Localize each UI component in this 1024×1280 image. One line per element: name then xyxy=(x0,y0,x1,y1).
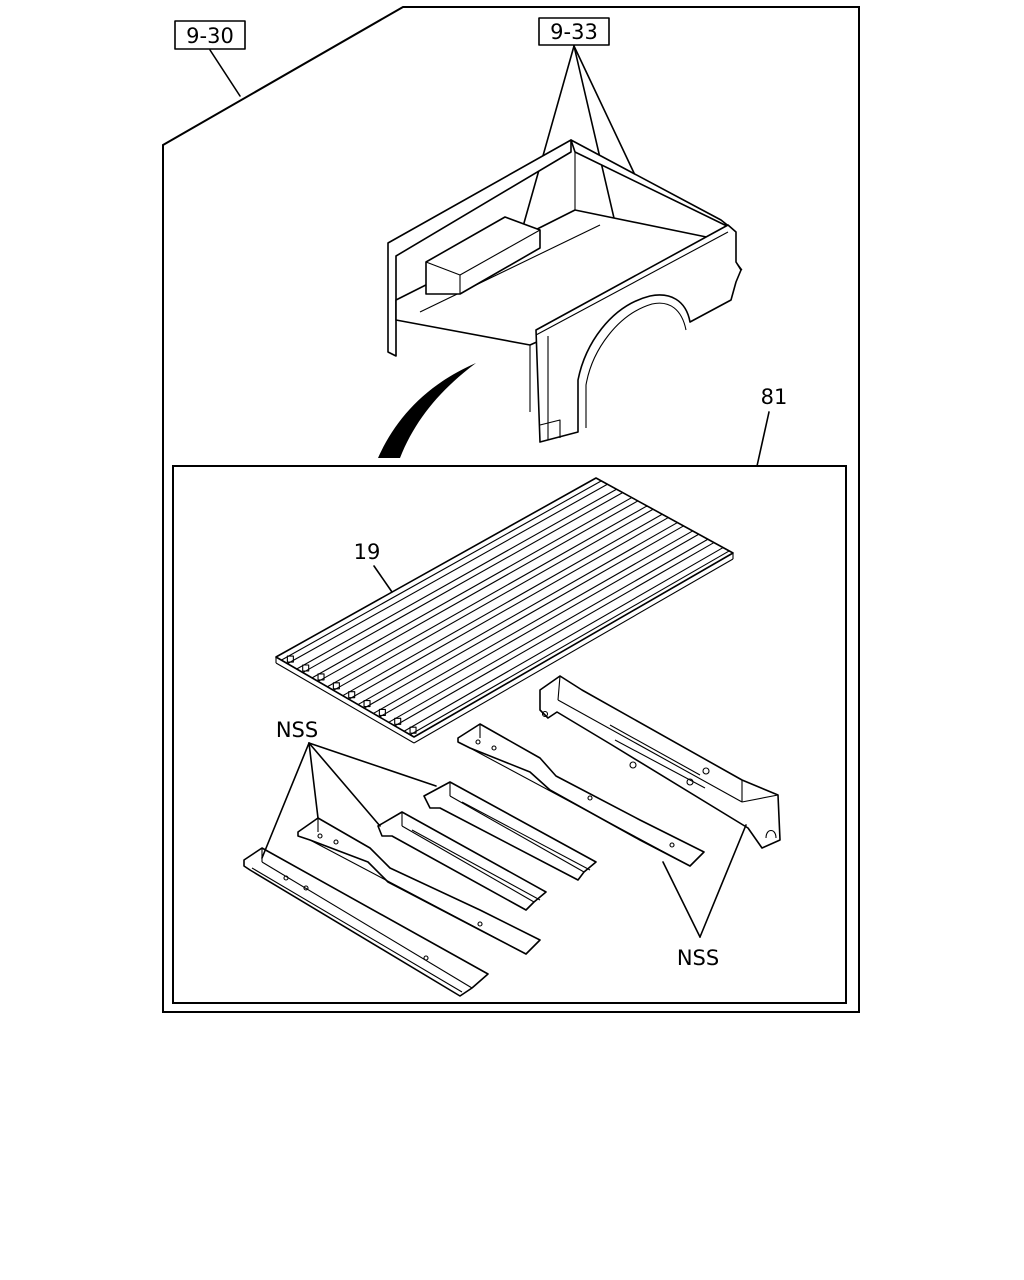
floor-rib xyxy=(342,513,669,700)
bed-floor-panel[interactable] xyxy=(275,477,734,744)
floor-ribs xyxy=(280,480,730,736)
floor-rib-tab xyxy=(363,700,371,708)
floor-rib-tab xyxy=(394,717,402,725)
callout-nss-left[interactable]: NSS xyxy=(261,718,437,859)
crossmember-center[interactable] xyxy=(377,811,547,911)
callout-81[interactable]: 81 xyxy=(756,385,788,467)
floor-rib-tab xyxy=(378,708,386,716)
floor-rib xyxy=(296,488,624,674)
callout-81-label: 81 xyxy=(761,385,788,409)
curved-arrow xyxy=(378,363,476,458)
callout-nss-right-label: NSS xyxy=(677,946,719,970)
callout-19[interactable]: 19 xyxy=(354,540,393,593)
callout-19-label: 19 xyxy=(354,540,381,564)
callout-9-33-label: 9-33 xyxy=(550,20,598,44)
crossmember-left[interactable] xyxy=(243,847,489,997)
floor-rib xyxy=(280,480,608,665)
floor-rib xyxy=(388,538,715,727)
floor-rib-tab xyxy=(317,673,325,681)
callout-9-30[interactable]: 9-30 xyxy=(174,20,246,97)
truck-bed[interactable] xyxy=(387,139,743,443)
floor-rib xyxy=(311,497,639,682)
callout-nss-left-label: NSS xyxy=(276,718,318,742)
floor-rib xyxy=(372,530,700,718)
crossmember-right[interactable] xyxy=(457,723,705,867)
floor-rib-tab xyxy=(286,655,294,663)
floor-rib xyxy=(357,522,685,709)
crossmember-middle[interactable] xyxy=(423,781,597,881)
floor-rib-tab xyxy=(302,664,310,672)
floor-rib-tab xyxy=(348,691,356,699)
outer-frame xyxy=(162,6,860,1013)
crossmember-left-center[interactable] xyxy=(297,817,541,955)
floor-rib-tab xyxy=(409,726,417,734)
inner-frame-81 xyxy=(172,465,847,1004)
callout-nss-right[interactable]: NSS xyxy=(662,824,747,970)
floor-rib xyxy=(326,505,654,691)
floor-rib xyxy=(403,547,730,736)
rear-crossmember[interactable] xyxy=(539,675,781,849)
floor-rib-tab xyxy=(332,682,340,690)
callout-9-30-label: 9-30 xyxy=(186,24,234,48)
